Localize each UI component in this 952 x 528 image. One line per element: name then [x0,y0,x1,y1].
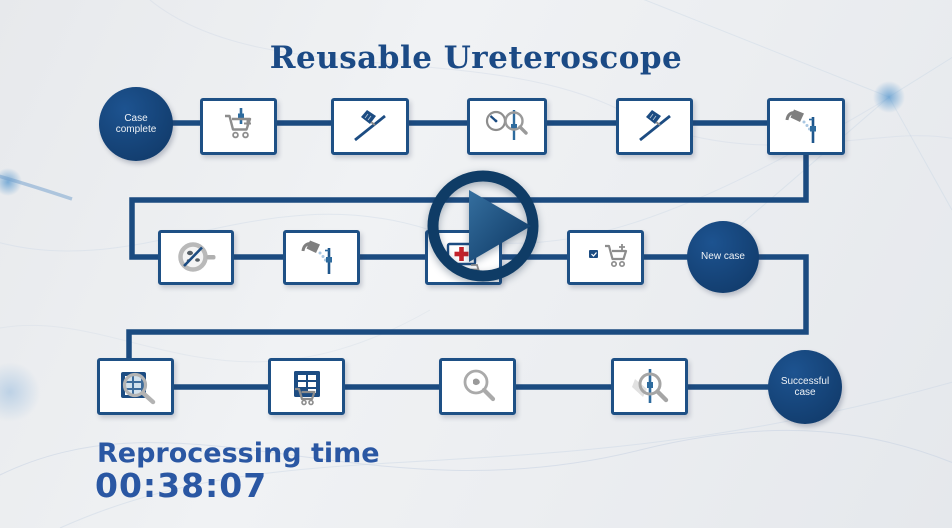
reprocessing-time-label: Reprocessing time [97,438,380,469]
start-node: Case complete [99,87,173,161]
end-node-label: Successful case [780,375,830,399]
flow-step-box-row2-4 [567,230,644,285]
start-node-label: Case complete [115,112,157,136]
cart-scope-icon [216,107,262,147]
scope-magnifier-icon [627,367,673,407]
end-node: Successful case [768,350,842,424]
reprocessing-time-value: 00:38:07 [95,466,268,505]
flow-step-box-row1-5 [767,98,845,155]
flow-step-box-row1-4 [616,98,693,155]
leak-test-gauge-icon [484,107,530,147]
magnifier-no-germs-icon [173,238,219,278]
flow-step-box-row1-3 [467,98,547,155]
brush-clean-icon [347,107,393,147]
video-title: Reusable Ureteroscope [269,40,683,76]
flow-step-box-row1-1 [200,98,277,155]
flow-step-box-row3-1 [97,358,174,415]
brush-clean-icon [632,107,678,147]
microbe-magnifier-icon [455,367,501,407]
play-icon [427,170,539,282]
storage-cart-icon [583,238,629,278]
machine-cart-icon [284,367,330,407]
flow-step-box-row3-4 [611,358,688,415]
new-case-node: New case [687,221,759,293]
flow-step-box-row3-2 [268,358,345,415]
flow-step-box-row1-2 [331,98,409,155]
flow-step-box-row3-3 [439,358,516,415]
flow-step-box-row2-1 [158,230,234,285]
flow-step-box-row2-2 [283,230,360,285]
rinse-shower-icon [783,107,829,147]
grid-magnifier-icon [113,367,159,407]
play-button[interactable] [419,162,547,290]
rinse-shower-icon [299,238,345,278]
new-case-node-label: New case [701,251,745,263]
